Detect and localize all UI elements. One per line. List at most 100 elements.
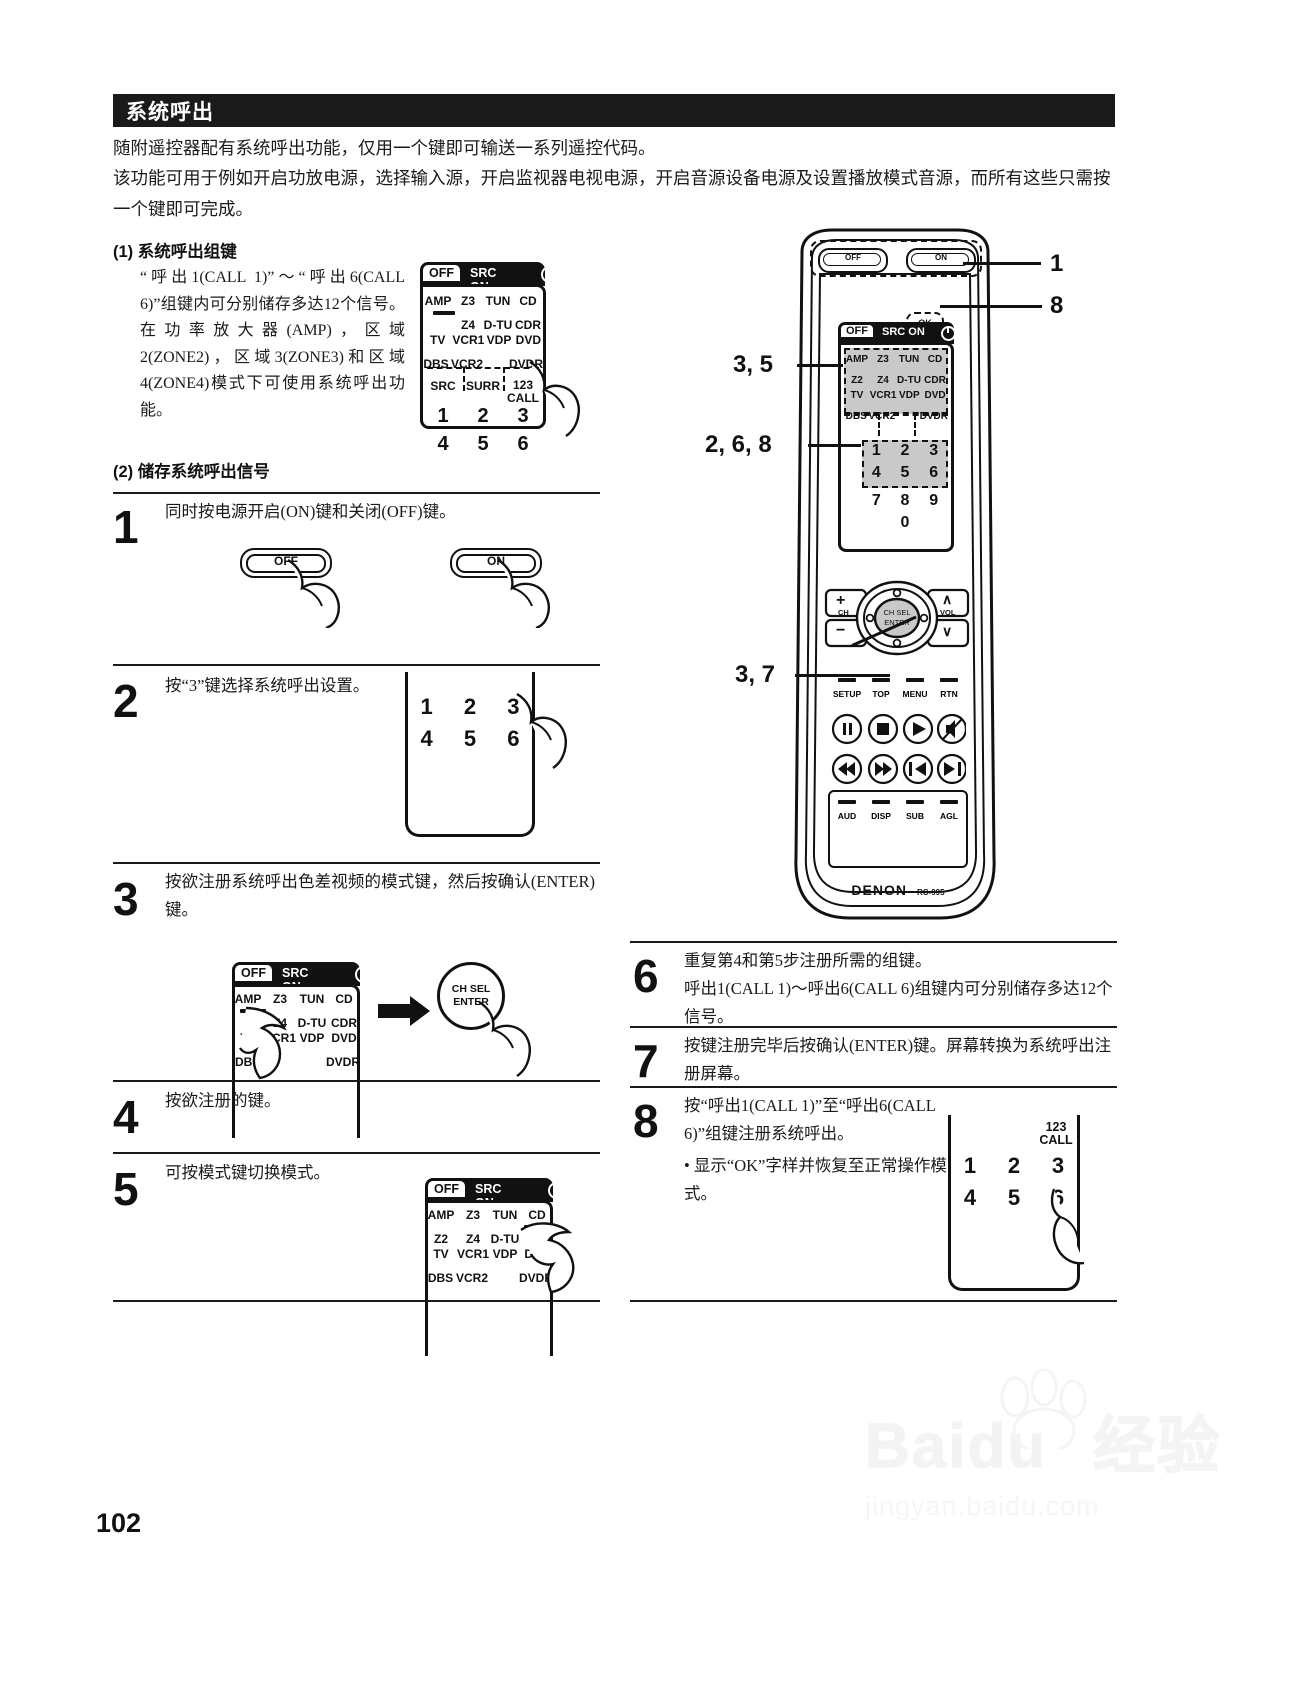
lcd-mode-cd: CD [519,294,537,308]
page-title: 系统呼出 [126,100,214,124]
remote-num-3[interactable]: 3 [929,442,939,459]
lcd-mode-dtu-step3[interactable]: D-TU [297,1016,327,1030]
bottom-agl[interactable]: AGL [932,800,966,824]
lcd-num-3-step2[interactable]: 3 [507,694,520,719]
remote-mode-cdr[interactable]: CDR [924,375,946,386]
lcd-mode-cdr-step3[interactable]: CDR [331,1016,357,1030]
func-menu[interactable]: MENU [898,678,932,702]
lcd-mode-amp-step3[interactable]: AMP [234,992,262,1006]
remote-mode-dbs[interactable]: DBS [845,411,867,422]
lcd-mode-tun-step3[interactable]: TUN [299,992,325,1006]
lcd-tab-off-step5[interactable]: OFF [428,1181,465,1197]
lcd-number-row-2: 4 5 6 [423,433,543,456]
ch-label: CH [838,608,849,617]
lcd-num-row2-step8: 4 5 6 [948,1185,1080,1211]
lcd-num-2-step8[interactable]: 2 [1007,1153,1021,1178]
lcd-mode-vcr2-step5[interactable]: VCR2 [455,1271,488,1285]
remote-mode-tun[interactable]: TUN [898,354,920,365]
lcd-num-1-step2[interactable]: 1 [420,694,433,719]
remote-mode-vcr2[interactable]: VCR2 [868,411,896,422]
lcd-mode-dvdr-step5[interactable]: DVDR [518,1271,553,1285]
divider-right-bottom [630,1300,1117,1302]
remote-mode-dtu[interactable]: D-TU [897,375,921,386]
remote-mode-tv[interactable]: TV [850,390,864,401]
lcd-mode-tun-step5[interactable]: TUN [492,1208,518,1222]
lcd-mode-z2-step5[interactable]: Z2 [433,1232,448,1246]
remote-mode-row1: AMP Z3 TUN CD [844,352,948,367]
lcd-num-5-step2[interactable]: 5 [463,726,477,751]
lcd-mode-z3-step5[interactable]: Z3 [465,1208,480,1222]
lcd-mode-vdp-step5[interactable]: VDP [492,1247,518,1261]
lcd-num-4-step8[interactable]: 4 [963,1185,977,1210]
remote-mode-dvd[interactable]: DVD [924,390,946,401]
bottom-aud[interactable]: AUD [830,800,864,824]
remote-num-6[interactable]: 6 [929,464,939,481]
remote-mode-row2b: TV VCR1 VDP DVD [844,388,948,403]
func-setup[interactable]: SETUP [830,678,864,702]
remote-enter-button[interactable]: CH SEL ENTER [875,608,919,627]
lcd-mode-vcr1-step5[interactable]: VCR1 [457,1247,490,1261]
remote-mode-amp[interactable]: AMP [845,354,869,365]
ch-plus-label[interactable]: + [836,592,846,609]
lcd-mode-z4-step5[interactable]: Z4 [465,1232,480,1246]
lcd-mode-dtu-step5[interactable]: D-TU [490,1232,520,1246]
lcd-num-3-step8[interactable]: 3 [1051,1153,1065,1178]
lcd-tab-off-step3[interactable]: OFF [235,965,272,981]
remote-mode-vcr1[interactable]: VCR1 [869,390,897,401]
remote-num-7[interactable]: 7 [871,492,881,509]
remote-num-9[interactable]: 9 [929,492,939,509]
remote-mode-dvdr[interactable]: DVDR [919,411,948,422]
remote-num-0[interactable]: 0 [900,514,910,531]
remote-lcd-tab-on[interactable]: SRC ON [882,326,925,338]
remote-mode-z3[interactable]: Z3 [877,354,889,365]
lcd-mode-cd-step3[interactable]: CD [335,992,353,1006]
remote-num-5[interactable]: 5 [900,464,910,481]
vol-label: VOL [940,608,956,617]
lcd-mode-row1-step3: AMP Z3 TUN CD [232,992,360,1007]
ch-minus-label[interactable]: − [836,622,846,639]
pointing-hand-icon-enter [473,1000,543,1078]
lcd-num-4-step2[interactable]: 4 [420,726,433,751]
remote-lcd-tab-off[interactable]: OFF [841,325,873,337]
on-button-outer[interactable]: ON [450,548,542,578]
lcd-mode-tv-step5[interactable]: TV [433,1247,449,1261]
remote-mode-vdp[interactable]: VDP [899,390,920,401]
lcd-tab-on-step5[interactable]: SRC ON [475,1182,502,1210]
remote-num-2[interactable]: 2 [900,442,910,459]
remote-mode-z4[interactable]: Z4 [877,375,889,386]
lcd-num-1-step8[interactable]: 1 [963,1153,977,1178]
lcd-mode-dbs-step5[interactable]: DBS [427,1271,454,1285]
remote-off-button[interactable]: OFF [818,248,888,273]
lcd-mode-vdp-step3[interactable]: VDP [299,1031,325,1045]
lcd-num-5: 5 [477,433,489,455]
lcd-mode-amp-step5[interactable]: AMP [427,1208,455,1222]
vol-down-label[interactable]: ∨ [942,623,953,639]
vol-up-label[interactable]: ∧ [942,591,953,607]
lcd-mode-dvdr-step3[interactable]: DVDR [325,1055,360,1069]
off-button-inner [246,553,326,573]
lcd-num-6-step2[interactable]: 6 [507,726,520,751]
remote-num-8[interactable]: 8 [900,492,910,509]
remote-mode-z2[interactable]: Z2 [851,375,863,386]
lcd-mode-dvd-step3[interactable]: DVD [331,1031,357,1045]
lcd-num-2-step2[interactable]: 2 [463,694,477,719]
remote-transport-row2 [830,752,968,791]
enter-button[interactable]: CH SEL ENTER [437,962,505,1030]
lcd-num-5-step8[interactable]: 5 [1007,1185,1021,1210]
remote-mode-cd[interactable]: CD [927,354,943,365]
remote-num-1[interactable]: 1 [871,442,881,459]
lcd-panel-step3 [232,984,360,1084]
bottom-sub[interactable]: SUB [898,800,932,824]
remote-lcd-col-div-1 [878,414,880,436]
func-rtn[interactable]: RTN [932,678,966,702]
step-number-5: 5 [113,1163,139,1215]
bottom-disp[interactable]: DISP [864,800,898,824]
lcd-tab-on-step3[interactable]: SRC ON [282,966,309,994]
remote-num-4[interactable]: 4 [871,464,881,481]
func-top[interactable]: TOP [864,678,898,702]
func-bar-setup [838,678,856,682]
remote-on-button[interactable]: ON [906,248,976,273]
lcd-mode-z3-step3[interactable]: Z3 [272,992,287,1006]
lcd-mode-cd-step5[interactable]: CD [528,1208,546,1222]
pointing-hand-icon-step8 [1044,1187,1104,1267]
